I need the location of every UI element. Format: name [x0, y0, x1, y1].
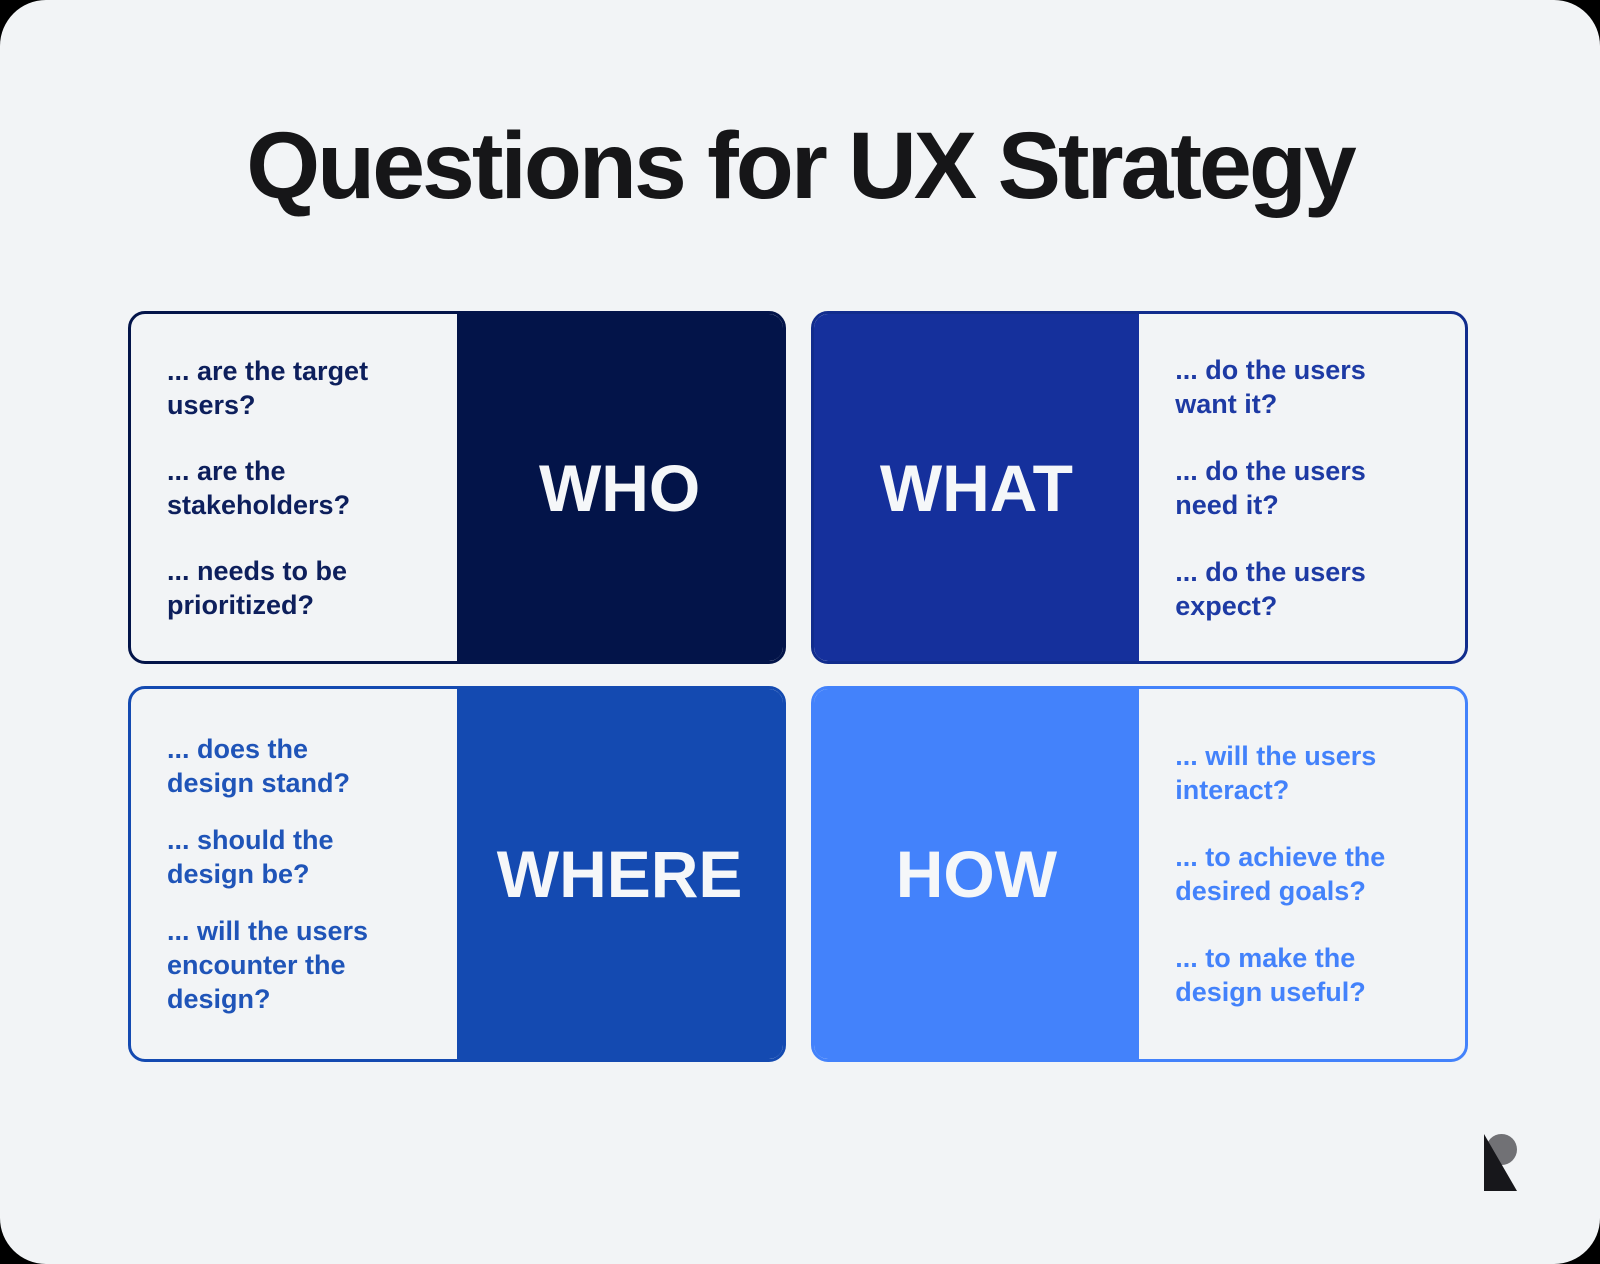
where-questions: ... does the design stand? ... should th… — [131, 689, 457, 1059]
what-label-block: WHAT — [813, 314, 1140, 661]
where-question-1: ... does the design stand? — [167, 734, 351, 798]
who-questions: ... are the target users? ... are the st… — [131, 314, 457, 661]
page-title: Questions for UX Strategy — [246, 113, 1356, 219]
what-question-3: ... do the users expect? — [1175, 556, 1366, 621]
who-question-3: ... needs to be prioritized? — [167, 555, 348, 620]
card-who: ... are the target users? ... are the st… — [128, 311, 786, 664]
who-label-block: WHO — [456, 314, 783, 661]
r-mark-logo-icon — [1484, 1134, 1517, 1191]
quadrant-grid: ... are the target users? ... are the st… — [128, 311, 1468, 1062]
card-how: HOW ... will the users interact? ... to … — [810, 686, 1468, 1062]
how-question-2: ... to achieve the desired goals? — [1175, 842, 1386, 906]
who-label: WHO — [538, 450, 701, 525]
where-label: WHERE — [496, 837, 743, 911]
where-label-block: WHERE — [456, 689, 783, 1059]
how-question-1: ... will the users interact? — [1175, 741, 1377, 805]
how-questions: ... will the users interact? ... to achi… — [1139, 689, 1465, 1059]
what-question-2: ... do the users need it? — [1175, 455, 1366, 520]
card-where: ... does the design stand? ... should th… — [128, 686, 786, 1062]
how-label-block: HOW — [813, 689, 1140, 1059]
card-what: WHAT ... do the users want it? ... do th… — [810, 311, 1468, 664]
how-question-3: ... to make the design useful? — [1175, 943, 1366, 1007]
who-question-2: ... are the stakeholders? — [167, 455, 351, 520]
where-question-3: ... will the users encounter the design? — [167, 916, 369, 1014]
what-label: WHAT — [879, 450, 1073, 525]
where-question-2: ... should the design be? — [167, 825, 334, 889]
who-question-1: ... are the target users? — [167, 355, 369, 420]
how-label: HOW — [895, 837, 1058, 911]
what-question-1: ... do the users want it? — [1175, 354, 1366, 419]
what-questions: ... do the users want it? ... do the use… — [1139, 314, 1465, 661]
